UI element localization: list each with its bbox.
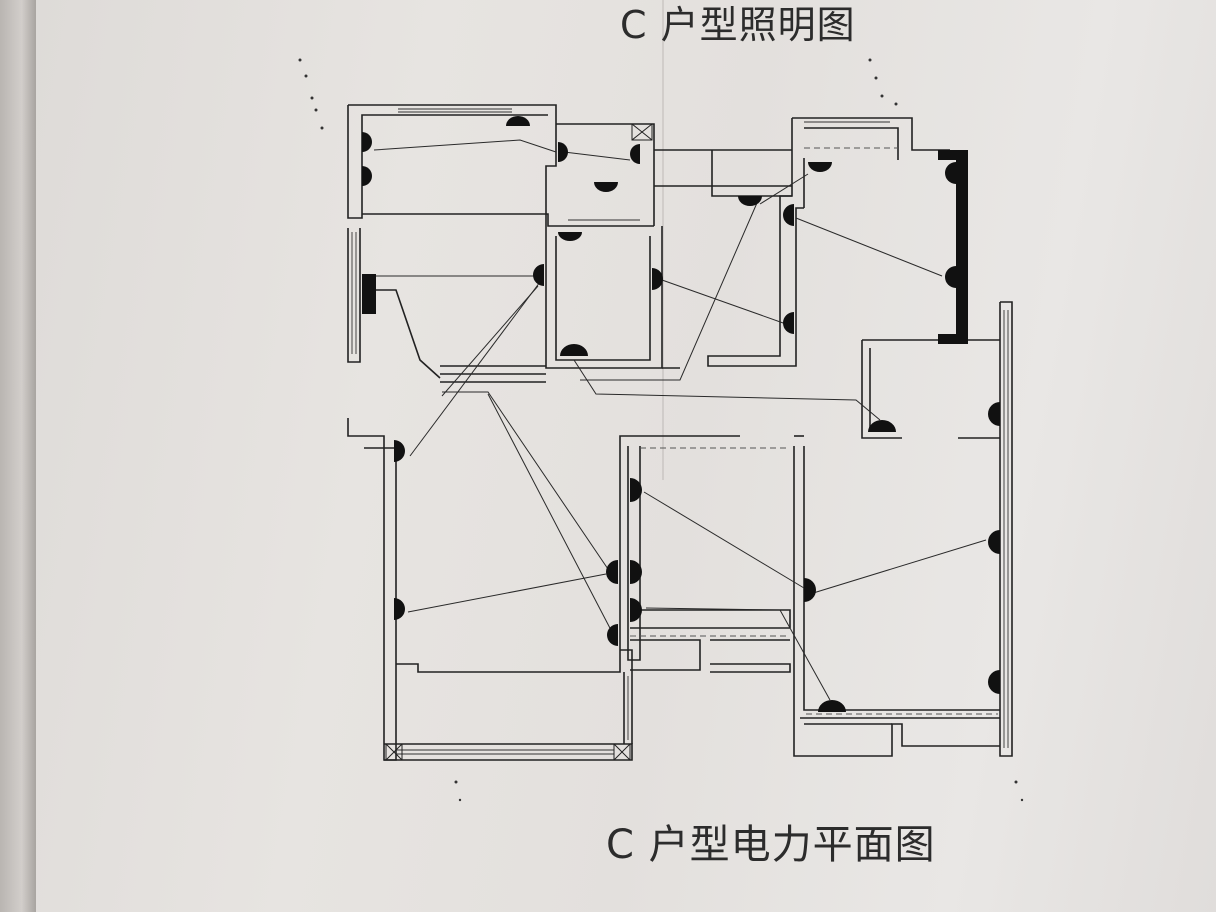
solid-walls bbox=[362, 150, 968, 344]
wall-segment bbox=[640, 609, 791, 628]
window-lines bbox=[351, 108, 1009, 755]
wall-segment bbox=[347, 105, 548, 219]
dome-light-icons bbox=[506, 116, 896, 712]
wall-segment bbox=[792, 117, 950, 151]
dashed-lines bbox=[630, 147, 998, 715]
dome-light-icon bbox=[506, 116, 530, 126]
scan-speckles bbox=[298, 58, 1024, 802]
wall-segment bbox=[710, 663, 791, 673]
wall-lamp-icon bbox=[394, 598, 405, 620]
dome-light-icon bbox=[868, 420, 896, 432]
wall-lamp-icon bbox=[362, 132, 372, 152]
dome-light-icon bbox=[818, 700, 846, 712]
wall-lamp-icon bbox=[783, 204, 794, 226]
dome-light-icon bbox=[808, 162, 832, 172]
adjacent-page-edge bbox=[0, 0, 36, 912]
wall-segment bbox=[545, 124, 557, 226]
wall-segment bbox=[362, 213, 654, 227]
wall-segment bbox=[376, 289, 441, 379]
wall-segment bbox=[347, 228, 361, 363]
wall-lamp-icon bbox=[652, 268, 663, 290]
wall-lamp-icon bbox=[988, 670, 1000, 694]
dome-light-icon bbox=[560, 344, 588, 356]
dome-light-icon bbox=[594, 182, 618, 192]
hatched-columns bbox=[385, 123, 653, 761]
wall-lamp-icon bbox=[394, 440, 405, 462]
wall-segment bbox=[707, 118, 804, 367]
wall-outlines bbox=[347, 104, 1013, 761]
wall-lamp-icon bbox=[804, 578, 816, 602]
wall-segment bbox=[803, 446, 1000, 711]
wall-lamp-icons bbox=[362, 132, 1000, 694]
wall-lamp-icon bbox=[630, 478, 642, 502]
wall-lamp-icon bbox=[945, 162, 956, 184]
wall-lamp-icon bbox=[988, 402, 1000, 426]
wall-lamp-icon bbox=[362, 166, 372, 186]
wall-segment bbox=[999, 301, 1013, 757]
wall-segment bbox=[627, 446, 641, 661]
wall-lamp-icon bbox=[630, 598, 642, 622]
wall-segment bbox=[711, 150, 792, 197]
wall-segment bbox=[347, 418, 397, 761]
wall-lamp-icon bbox=[607, 624, 618, 646]
wall-lamp-icon bbox=[558, 142, 568, 162]
wall-lamp-icon bbox=[533, 264, 544, 286]
wall-segment bbox=[804, 127, 899, 160]
drawing-title-lighting: C 户型照明图 bbox=[620, 3, 856, 47]
wiring-lines bbox=[373, 139, 987, 701]
wall-segment bbox=[555, 236, 651, 361]
wall-lamp-icon bbox=[606, 560, 618, 584]
wall-segment bbox=[620, 649, 633, 744]
wall-segment bbox=[556, 123, 655, 226]
wall-segment bbox=[384, 743, 633, 761]
wall-lamp-icon bbox=[630, 144, 640, 164]
wall-segment bbox=[348, 104, 557, 124]
paper-fold bbox=[662, 0, 664, 480]
wall-lamp-icon bbox=[783, 312, 794, 334]
drawing-title-power: C 户型电力平面图 bbox=[606, 822, 936, 868]
wall-segment bbox=[396, 435, 740, 673]
dome-light-icon bbox=[738, 196, 762, 206]
wall-lamp-icon bbox=[630, 560, 642, 584]
wall-lamp-icon bbox=[988, 530, 1000, 554]
dome-light-icon bbox=[558, 232, 582, 241]
wall-lamp-icon bbox=[945, 266, 956, 288]
wall-segment bbox=[545, 226, 663, 369]
wall-segment bbox=[861, 340, 902, 439]
wall-segment bbox=[630, 639, 701, 671]
